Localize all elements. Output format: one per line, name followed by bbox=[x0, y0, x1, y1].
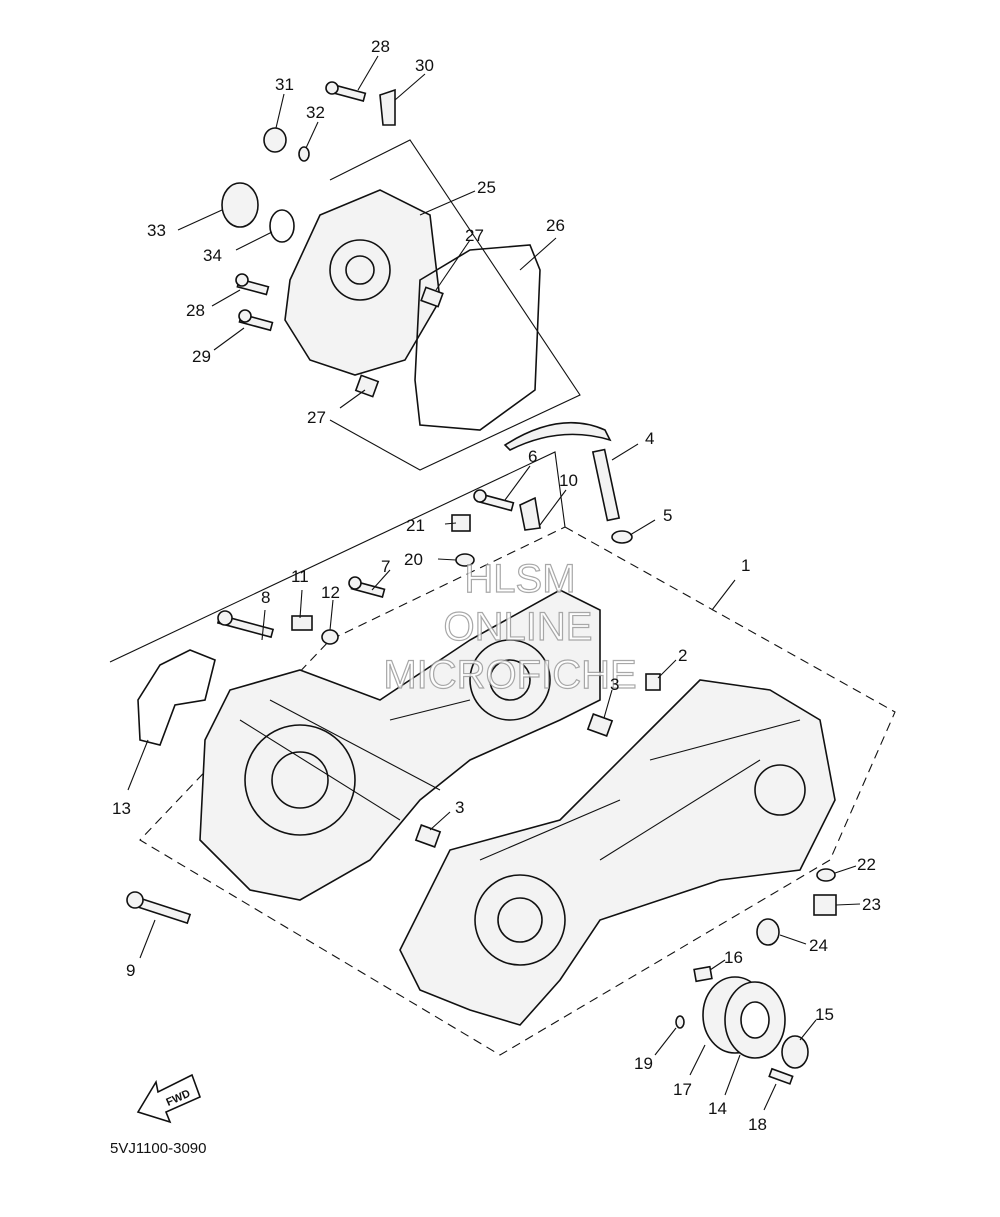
callout-15: 15 bbox=[815, 1005, 834, 1024]
callout-1: 1 bbox=[741, 556, 750, 575]
left-crankcase-half bbox=[199, 589, 601, 901]
callout-25: 25 bbox=[477, 178, 496, 197]
callout-17: 17 bbox=[673, 1080, 692, 1099]
callout-31: 31 bbox=[275, 75, 294, 94]
part-callouts: 1 2 3 3 4 5 6 7 8 9 10 11 12 13 14 15 16… bbox=[112, 37, 881, 1134]
callout-23: 23 bbox=[862, 895, 881, 914]
bolts-and-fittings bbox=[126, 81, 837, 1085]
callout-28a: 28 bbox=[371, 37, 390, 56]
callout-20: 20 bbox=[404, 550, 423, 569]
assembly-outline-cover bbox=[329, 139, 581, 471]
callout-8: 8 bbox=[261, 588, 270, 607]
callout-32: 32 bbox=[306, 103, 325, 122]
assembly-outline-left bbox=[109, 451, 566, 663]
callout-13: 13 bbox=[112, 799, 131, 818]
callout-28b: 28 bbox=[186, 301, 205, 320]
crankcase-gasket-left bbox=[137, 649, 216, 746]
crankcase-cover bbox=[284, 189, 441, 376]
callout-5: 5 bbox=[663, 506, 672, 525]
watermark-line-3: MICROFICHE bbox=[383, 653, 636, 697]
callout-34: 34 bbox=[203, 246, 222, 265]
callout-30: 30 bbox=[415, 56, 434, 75]
crankcase-gasket bbox=[414, 244, 541, 431]
callout-18: 18 bbox=[748, 1115, 767, 1134]
callout-24: 24 bbox=[809, 936, 828, 955]
callout-12: 12 bbox=[321, 583, 340, 602]
callout-19: 19 bbox=[634, 1054, 653, 1073]
callout-6: 6 bbox=[528, 447, 537, 466]
breather-pipe bbox=[591, 448, 621, 522]
watermark-line-1: HLSM bbox=[464, 557, 575, 601]
forward-direction-arrow: FWD bbox=[136, 1073, 202, 1124]
callout-2: 2 bbox=[678, 646, 687, 665]
watermark-line-2: ONLINE bbox=[444, 605, 593, 649]
callout-29: 29 bbox=[192, 347, 211, 366]
right-crankcase-half bbox=[399, 679, 836, 1026]
assembly-outline-right bbox=[139, 526, 896, 1056]
callout-16: 16 bbox=[724, 948, 743, 967]
callout-7: 7 bbox=[381, 557, 390, 576]
callout-27a: 27 bbox=[465, 226, 484, 245]
callout-33: 33 bbox=[147, 221, 166, 240]
callout-27b: 27 bbox=[307, 408, 326, 427]
callout-14: 14 bbox=[708, 1099, 727, 1118]
callout-11: 11 bbox=[291, 567, 309, 586]
breather-hose bbox=[503, 421, 612, 451]
watermark: HLSM ONLINE MICROFICHE bbox=[383, 556, 638, 697]
callout-10: 10 bbox=[559, 471, 578, 490]
callout-26: 26 bbox=[546, 216, 565, 235]
callout-21: 21 bbox=[406, 516, 425, 535]
callout-4: 4 bbox=[645, 429, 654, 448]
diagram-code: 5VJ1100-3090 bbox=[110, 1140, 206, 1157]
callout-9: 9 bbox=[126, 961, 135, 980]
leader-lines bbox=[127, 55, 861, 1111]
callout-3a: 3 bbox=[610, 675, 619, 694]
callout-22: 22 bbox=[857, 855, 876, 874]
callout-3b: 3 bbox=[455, 798, 464, 817]
